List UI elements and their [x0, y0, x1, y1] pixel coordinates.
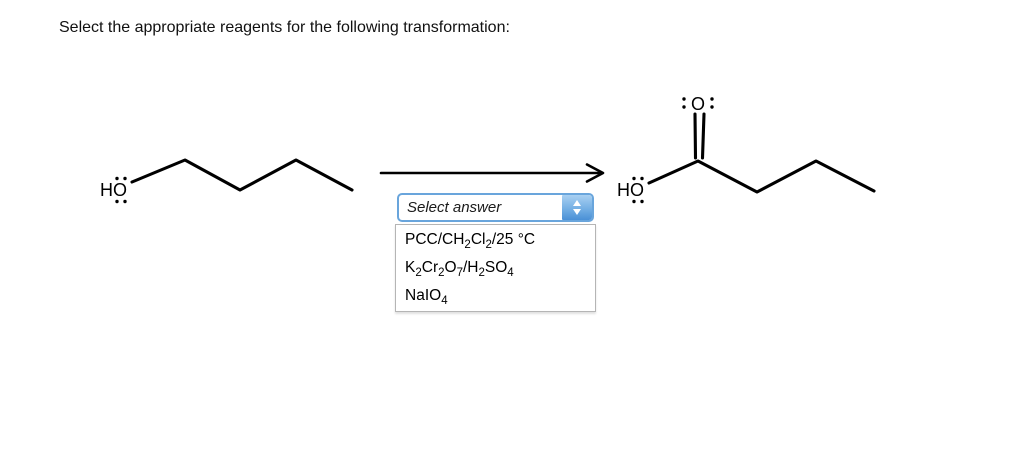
- product-bonds: [647, 159, 876, 194]
- reagent-select-value: Select answer: [407, 199, 502, 216]
- product-carbonyl-lone-pair-dots: [682, 97, 714, 109]
- reactant-structure: HO: [100, 158, 354, 204]
- product-structure: HO O: [617, 94, 876, 204]
- dropdown-option[interactable]: NaIO4: [405, 287, 448, 308]
- reactant-oh-label: HO: [100, 180, 127, 200]
- reactant-lone-pair-dots: [115, 176, 127, 204]
- dropdown-option[interactable]: K2Cr2O7/H2SO4: [405, 259, 514, 280]
- reaction-arrow-icon: [379, 163, 605, 183]
- question-title: Select the appropriate reagents for the …: [59, 19, 510, 36]
- reactant-bonds: [130, 158, 354, 192]
- product-oh-lone-pair-dots: [632, 176, 644, 204]
- product-oh-label: HO: [617, 180, 644, 200]
- dropdown-option[interactable]: PCC/CH2Cl2/25 °C: [405, 231, 536, 252]
- select-up-down-icon[interactable]: [562, 195, 592, 220]
- up-triangle-icon: [573, 200, 581, 206]
- product-carbonyl-oxygen-label: O: [691, 94, 705, 114]
- reagent-select[interactable]: Select answer: [397, 193, 594, 222]
- product-carbonyl-double-bond: [693, 112, 706, 160]
- down-triangle-icon: [573, 209, 581, 215]
